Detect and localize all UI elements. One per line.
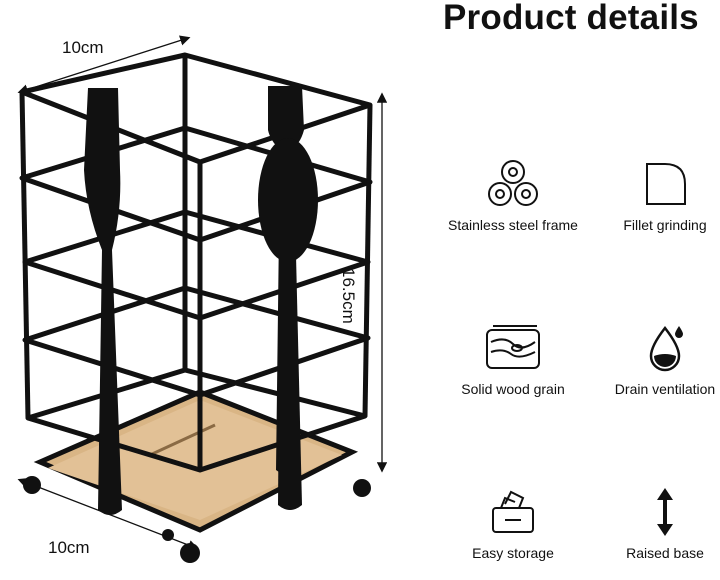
fork-silhouette bbox=[84, 88, 122, 515]
spoon-silhouette bbox=[258, 138, 318, 510]
storage-box-icon bbox=[492, 490, 534, 533]
foot bbox=[353, 479, 371, 497]
feature-label: Easy storage bbox=[472, 545, 554, 561]
feature-stainless-steel: Stainless steel frame bbox=[438, 158, 588, 234]
wire-frame bbox=[19, 52, 373, 473]
foot bbox=[180, 543, 200, 563]
page-title: Product details bbox=[443, 0, 699, 37]
width-bottom-label: 10cm bbox=[48, 538, 90, 557]
water-drop-icon bbox=[649, 325, 683, 372]
feature-solid-wood: Solid wood grain bbox=[438, 322, 588, 398]
feature-label: Raised base bbox=[626, 545, 704, 561]
feature-raised-base: Raised base bbox=[590, 486, 720, 562]
feature-label: Fillet grinding bbox=[623, 217, 707, 233]
foot bbox=[23, 476, 41, 494]
feature-easy-storage: Easy storage bbox=[438, 486, 588, 562]
feature-label: Drain ventilation bbox=[614, 381, 716, 397]
feature-label: Solid wood grain bbox=[461, 381, 565, 397]
width-top-dimension-line bbox=[17, 35, 191, 95]
steel-rolls-icon bbox=[488, 160, 538, 206]
width-top-label: 10cm bbox=[62, 38, 104, 57]
up-down-arrow-icon bbox=[657, 488, 673, 536]
feature-label: Stainless steel frame bbox=[448, 217, 578, 233]
fillet-corner-icon bbox=[646, 163, 686, 205]
feature-fillet-grinding: Fillet grinding bbox=[590, 158, 720, 234]
feature-drain-ventilation: Drain ventilation bbox=[590, 322, 720, 398]
wood-grain-icon bbox=[486, 325, 540, 369]
height-label: 16.5cm bbox=[339, 268, 358, 324]
product-image bbox=[17, 35, 388, 563]
